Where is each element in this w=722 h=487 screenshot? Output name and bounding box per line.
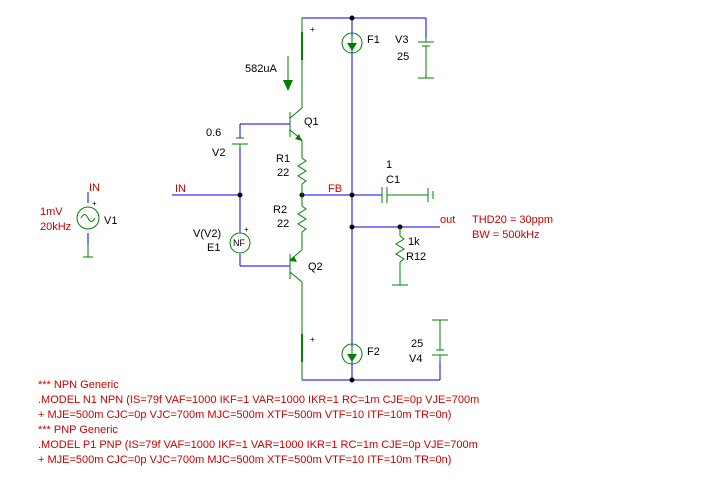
current-source-f1 <box>341 32 363 54</box>
model-line: + MJE=500m CJC=0p VJC=700m MJC=500m XTF=… <box>38 454 451 466</box>
model-line: *** NPN Generic <box>38 379 119 391</box>
plus-sign: + <box>310 25 315 34</box>
net-label-fb: FB <box>328 183 342 195</box>
current-source-f2 <box>341 343 363 365</box>
r12-value: 1k <box>408 236 420 248</box>
voltage-source-v3 <box>418 38 434 79</box>
thd-annotation: THD20 = 30ppm <box>472 214 553 226</box>
transistor-q2 <box>289 249 303 320</box>
voltage-source-v2 <box>232 137 248 148</box>
spice-models: *** NPN Generic .MODEL N1 NPN (IS=79f VA… <box>38 379 479 466</box>
wires <box>87 17 441 381</box>
r2-value: 22 <box>277 218 289 230</box>
current-probe-bottom: + <box>301 320 315 380</box>
v1-amplitude: 1mV <box>40 206 63 218</box>
voltage-source-v4 <box>432 319 448 362</box>
r1-ref: R1 <box>276 153 290 165</box>
controlled-source-e1: NF + <box>229 225 251 254</box>
junction-dot <box>349 192 355 198</box>
c1-value: 1 <box>386 159 392 171</box>
resistor-r1 <box>297 157 307 195</box>
e1-ref: E1 <box>207 242 220 254</box>
current-probe-top: + <box>301 18 315 104</box>
plus-sign: + <box>244 225 249 234</box>
v2-ref: V2 <box>212 147 225 159</box>
v1-ref: V1 <box>104 215 117 227</box>
q1-ref: Q1 <box>304 116 319 128</box>
junction-dot <box>237 192 243 198</box>
transistor-q1 <box>289 104 303 158</box>
junction-dot <box>349 15 355 21</box>
nf-label: NF <box>233 238 245 248</box>
junction-dot <box>349 224 355 230</box>
f1-ref: F1 <box>367 34 380 46</box>
model-line: .MODEL N1 NPN (IS=79f VAF=1000 IKF=1 VAR… <box>38 394 479 406</box>
r2-ref: R2 <box>273 204 287 216</box>
v4-ref: V4 <box>409 353 422 365</box>
plus-sign: + <box>310 335 315 344</box>
net-label-out: out <box>440 214 455 226</box>
junctions <box>237 15 403 383</box>
bias-current-label: 582uA <box>245 63 277 75</box>
model-line: + MJE=500m CJC=0p VJC=700m MJC=500m XTF=… <box>38 409 451 421</box>
net-label-in-source: IN <box>89 182 100 194</box>
bw-annotation: BW = 500kHz <box>472 229 540 241</box>
v1-frequency: 20kHz <box>40 221 71 233</box>
v3-ref: V3 <box>395 34 408 46</box>
capacitor-c1 <box>381 187 434 203</box>
f2-ref: F2 <box>367 346 380 358</box>
net-label-in: IN <box>175 183 186 195</box>
labels: F1 V3 25 582uA Q1 Q2 0.6 V2 R1 22 R2 22 … <box>40 34 553 365</box>
r12-ref: R12 <box>406 251 426 263</box>
v4-value: 25 <box>411 338 423 350</box>
resistor-r12 <box>392 227 408 286</box>
q2-ref: Q2 <box>308 261 323 273</box>
plus-sign: + <box>92 199 97 208</box>
v2-value: 0.6 <box>206 127 221 139</box>
sine-source-v1: + <box>76 199 100 258</box>
r1-value: 22 <box>277 167 289 179</box>
c1-ref: C1 <box>386 174 400 186</box>
junction-dot <box>349 377 355 383</box>
bias-current-arrow <box>283 56 293 91</box>
e1-expr: V(V2) <box>193 228 221 240</box>
resistor-r2 <box>297 195 307 250</box>
model-line: *** PNP Generic <box>38 424 118 436</box>
v3-value: 25 <box>397 51 409 63</box>
model-line: .MODEL P1 PNP (IS=79f VAF=1000 IKF=1 VAR… <box>38 439 478 451</box>
